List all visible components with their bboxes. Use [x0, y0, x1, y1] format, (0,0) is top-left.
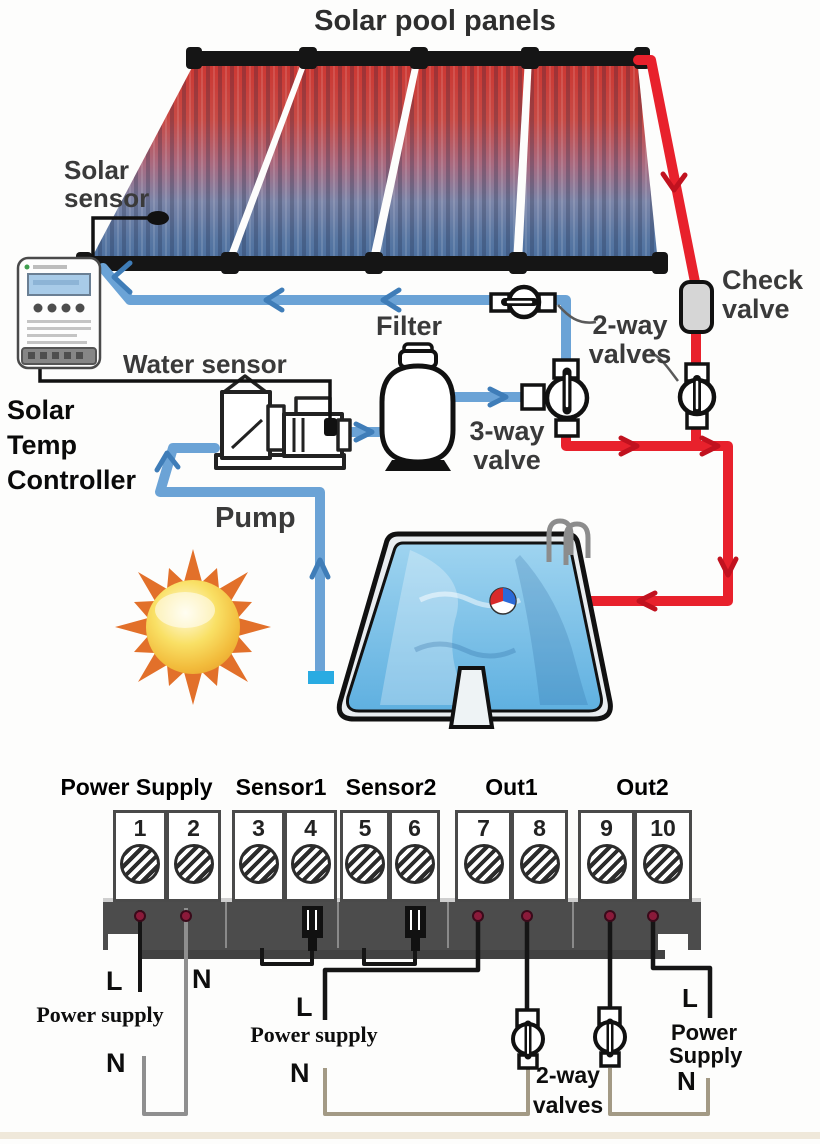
group-label-out1: Out1 [485, 774, 538, 800]
page-title: Solar pool panels [314, 5, 556, 37]
terminal-6: 6 [389, 810, 440, 902]
terminal-dots [134, 910, 659, 922]
screw-icon [394, 844, 435, 884]
bottom-two-way-valve-1 [511, 1008, 545, 1070]
wire-terminal2-N [142, 908, 188, 1116]
solar-temp-controller-device [16, 256, 102, 370]
screw-icon [345, 844, 385, 884]
water-sensor-probe [324, 418, 337, 436]
sun-icon [115, 549, 271, 705]
terminal-4: 4 [284, 810, 337, 902]
screw-icon [463, 844, 504, 884]
bottom-edge-artifact [0, 1132, 820, 1139]
filter-vessel [379, 342, 456, 471]
screw-icon [120, 844, 160, 884]
sensor1-jumper [260, 948, 314, 966]
terminal-8: 8 [511, 810, 568, 902]
right-power-label: Power [671, 1020, 738, 1045]
terminal-1: 1 [113, 810, 167, 902]
wire-mid-N [323, 1068, 530, 1116]
hot-flow-arrows [618, 171, 739, 612]
mid-L-label: L [296, 992, 313, 1022]
group-label-sensor1: Sensor1 [235, 774, 327, 800]
water-sensor-label: Water sensor [123, 349, 287, 379]
three-way-valve [520, 358, 590, 438]
terminal-3: 3 [232, 810, 285, 902]
group-label-power-supply: Power Supply [60, 774, 213, 800]
terminal2-N-label: N [192, 964, 212, 994]
pump-label: Pump [215, 502, 296, 534]
mid-power-supply-label: Power supply [250, 1022, 378, 1047]
solar-sensor-probe [147, 211, 169, 225]
two-way-valve-inline [489, 284, 557, 320]
controller-label: Solar Temp Controller [7, 395, 137, 496]
left-power-supply-label: Power supply [36, 1002, 164, 1027]
check-valve-body [679, 280, 714, 334]
terminal-5: 5 [340, 810, 390, 902]
left-N-label: N [106, 1048, 126, 1078]
check-valve-label: Check valve [722, 265, 804, 325]
screw-icon [519, 844, 560, 884]
bottom-valves-label-line1: 2-way [536, 1062, 600, 1088]
cold-flow-arrows [111, 260, 509, 580]
sensor-plugs [302, 906, 426, 951]
screw-icon [238, 844, 279, 884]
wire-right-N [608, 1068, 710, 1116]
filter-label: Filter [376, 311, 443, 341]
right-N-label: N [677, 1066, 696, 1096]
group-label-out2: Out2 [616, 774, 669, 800]
group-label-sensor2: Sensor2 [345, 774, 437, 800]
terminal-10: 10 [634, 810, 692, 902]
screw-icon [643, 844, 683, 884]
swimming-pool [336, 518, 613, 729]
three-way-valve-label: 3-way valve [469, 416, 545, 476]
two-way-valve-red-line [677, 362, 717, 430]
screw-icon [586, 844, 627, 884]
terminal-2: 2 [166, 810, 221, 902]
screw-icon [290, 844, 331, 884]
terminal-7: 7 [455, 810, 512, 902]
bottom-valves-label-line2: valves [532, 1092, 604, 1118]
right-supply-label: Supply [669, 1043, 743, 1068]
two-way-valves-label: 2-way valves [588, 310, 672, 370]
wires [138, 908, 713, 1116]
solar-panel-array [76, 47, 668, 274]
label-leader-lines [557, 304, 679, 382]
wire-terminal10-L [650, 912, 713, 1018]
screw-icon [173, 844, 214, 884]
sensor2-jumper [362, 948, 417, 966]
left-L-label: L [106, 966, 123, 996]
pool-outlet-fitting [308, 671, 334, 684]
solar-sensor-label: Solar sensor [64, 155, 150, 214]
mid-N-label: N [290, 1058, 310, 1088]
bottom-two-way-valve-2 [593, 1006, 627, 1068]
right-L-label: L [682, 983, 698, 1013]
wire-terminal7-L [322, 912, 481, 1020]
terminal-9: 9 [578, 810, 635, 902]
